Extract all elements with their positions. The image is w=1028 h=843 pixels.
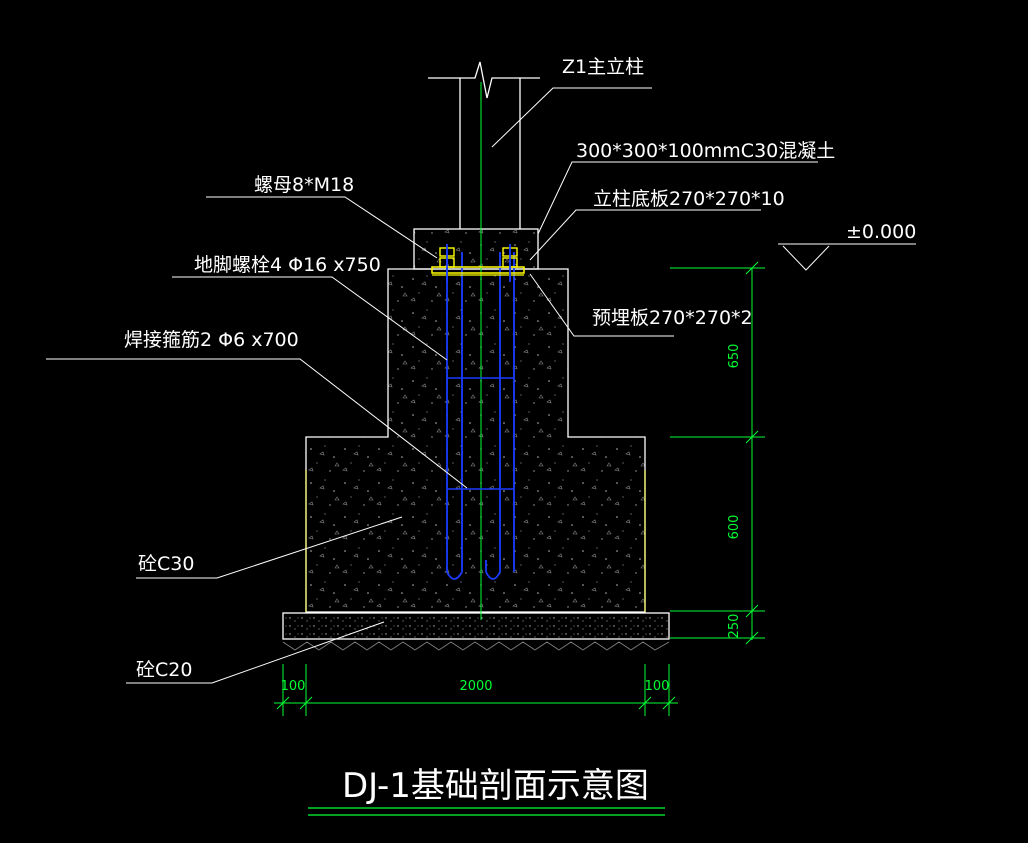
dimension-lines (274, 261, 765, 716)
label-c30: 砼C30 (138, 553, 194, 575)
foundation-c20-pad (282, 612, 670, 651)
anchor-bolts (446, 252, 515, 580)
nut-left (439, 244, 455, 282)
title-underline (308, 807, 665, 816)
label-weld-stirrup: 焊接箍筋2 Φ6 x700 (124, 329, 299, 351)
leader-lines (46, 87, 818, 684)
label-base-plate: 立柱底板270*270*10 (593, 188, 785, 210)
dim-650: 650 (727, 344, 742, 369)
label-column: Z1主立柱 (562, 56, 644, 78)
dim-100-right: 100 (645, 679, 670, 694)
foundation-c30-body (305, 268, 646, 613)
label-anchor-bolt: 地脚螺栓4 Φ16 x750 (194, 254, 381, 276)
label-c20: 砼C20 (136, 659, 192, 681)
weld-stirrups (447, 377, 514, 490)
dim-250: 250 (727, 614, 742, 639)
nut-right (502, 244, 518, 282)
concrete-cap (413, 228, 539, 270)
dim-100-left: 100 (281, 679, 306, 694)
drawing-title: DJ-1基础剖面示意图 (342, 766, 649, 806)
elevation-marker (778, 243, 916, 271)
main-column (428, 61, 540, 229)
dim-600: 600 (727, 515, 742, 540)
dim-2000: 2000 (459, 679, 492, 694)
label-concrete-cap: 300*300*100mmC30混凝土 (576, 140, 835, 162)
label-embedded-plate: 预埋板270*270*2 (592, 307, 753, 329)
label-nut: 螺母8*M18 (254, 174, 354, 196)
label-elevation: ±0.000 (846, 221, 916, 243)
